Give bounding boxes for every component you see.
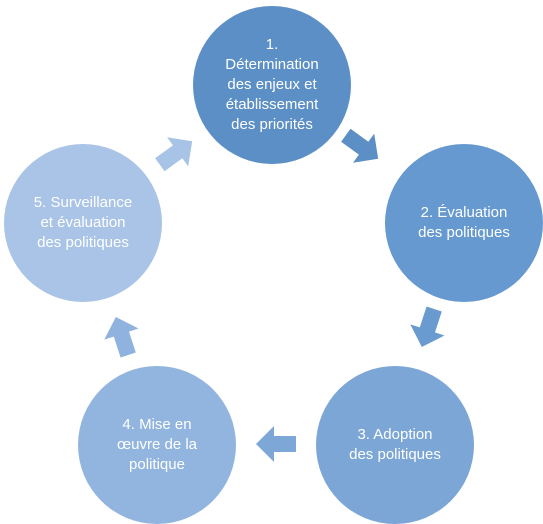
step-3-label: 3. Adoption des politiques — [349, 426, 441, 463]
step-1-label: 1. Détermination des enjeux et établisse… — [225, 36, 319, 133]
step-3-node: 3. Adoption des politiques — [316, 366, 474, 524]
step-5-label: 5. Surveillance et évaluation des politi… — [33, 194, 133, 251]
step-2-label: 2. Évaluation des politiques — [418, 204, 510, 241]
step-4-label: 4. Mise en œuvre de la politique — [116, 416, 198, 473]
step-1-node: 1. Détermination des enjeux et établisse… — [193, 6, 351, 164]
step-5-node: 5. Surveillance et évaluation des politi… — [4, 144, 162, 302]
step-2-node: 2. Évaluation des politiques — [385, 144, 543, 302]
step-4-node: 4. Mise en œuvre de la politique — [78, 366, 236, 524]
